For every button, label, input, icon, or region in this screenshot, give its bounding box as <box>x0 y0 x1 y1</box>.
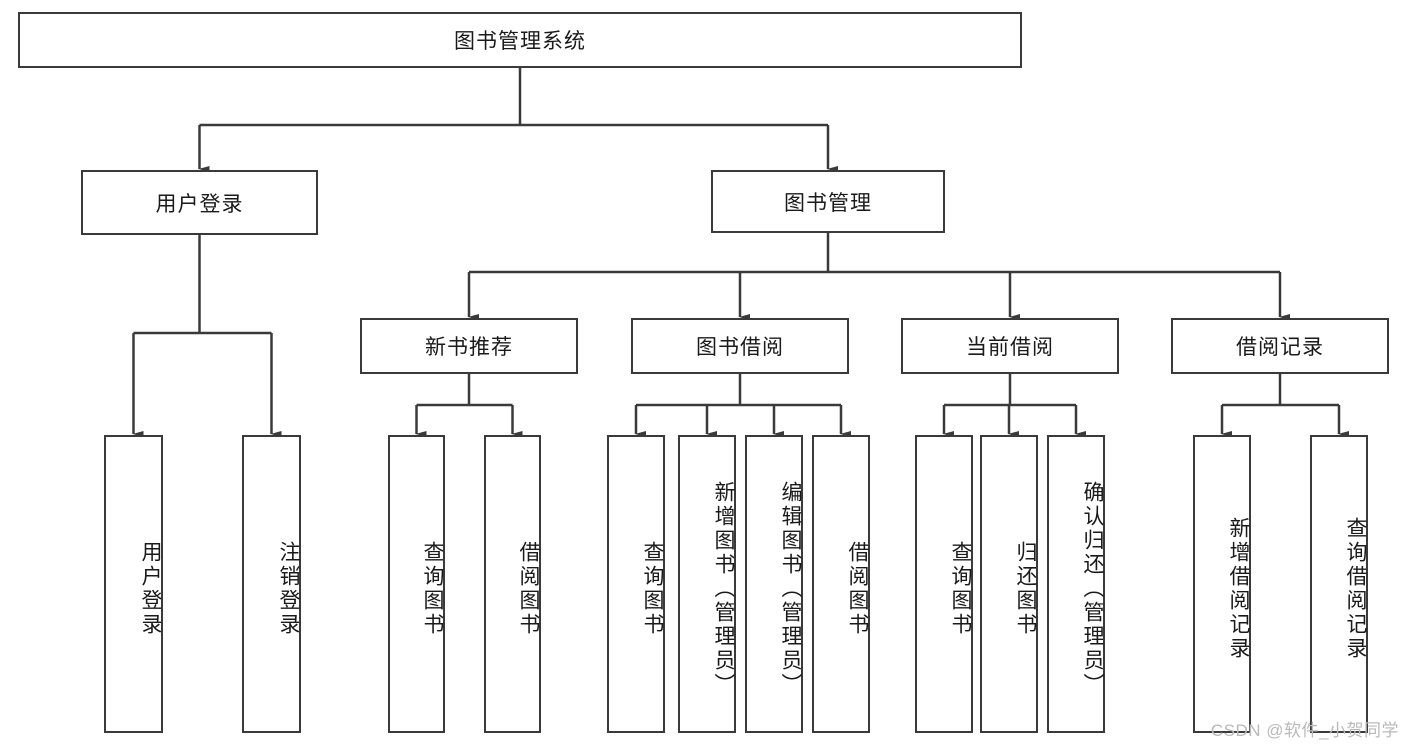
leaf-borrow-book-2[interactable]: 借阅图书 <box>812 435 870 733</box>
leaf-add-book-admin[interactable]: 新增图书（管理员） <box>678 435 736 733</box>
leaf-query-book-2[interactable]: 查询图书 <box>607 435 665 733</box>
node-current-borrow[interactable]: 当前借阅 <box>901 318 1119 374</box>
leaf-return-book[interactable]: 归还图书 <box>980 435 1038 733</box>
leaf-query-book-1[interactable]: 查询图书 <box>388 435 445 733</box>
leaf-confirm-return-admin[interactable]: 确认归还（管理员） <box>1047 435 1105 733</box>
leaf-add-borrow-record[interactable]: 新增借阅记录 <box>1193 435 1251 733</box>
node-user-login[interactable]: 用户登录 <box>81 170 318 235</box>
leaf-edit-book-admin[interactable]: 编辑图书（管理员） <box>745 435 803 733</box>
leaf-query-borrow-record[interactable]: 查询借阅记录 <box>1310 435 1368 733</box>
node-root[interactable]: 图书管理系统 <box>18 12 1022 68</box>
node-book-borrow[interactable]: 图书借阅 <box>631 318 849 374</box>
leaf-user-login[interactable]: 用户登录 <box>104 435 163 733</box>
node-borrow-record[interactable]: 借阅记录 <box>1171 318 1389 374</box>
csdn-watermark: CSDN @软件_小贺同学 <box>1210 721 1399 740</box>
leaf-query-book-3[interactable]: 查询图书 <box>915 435 973 733</box>
leaf-borrow-book-1[interactable]: 借阅图书 <box>484 435 541 733</box>
node-new-book-recommend[interactable]: 新书推荐 <box>360 318 578 374</box>
leaf-logout[interactable]: 注销登录 <box>242 435 301 733</box>
node-book-manage[interactable]: 图书管理 <box>711 170 945 233</box>
